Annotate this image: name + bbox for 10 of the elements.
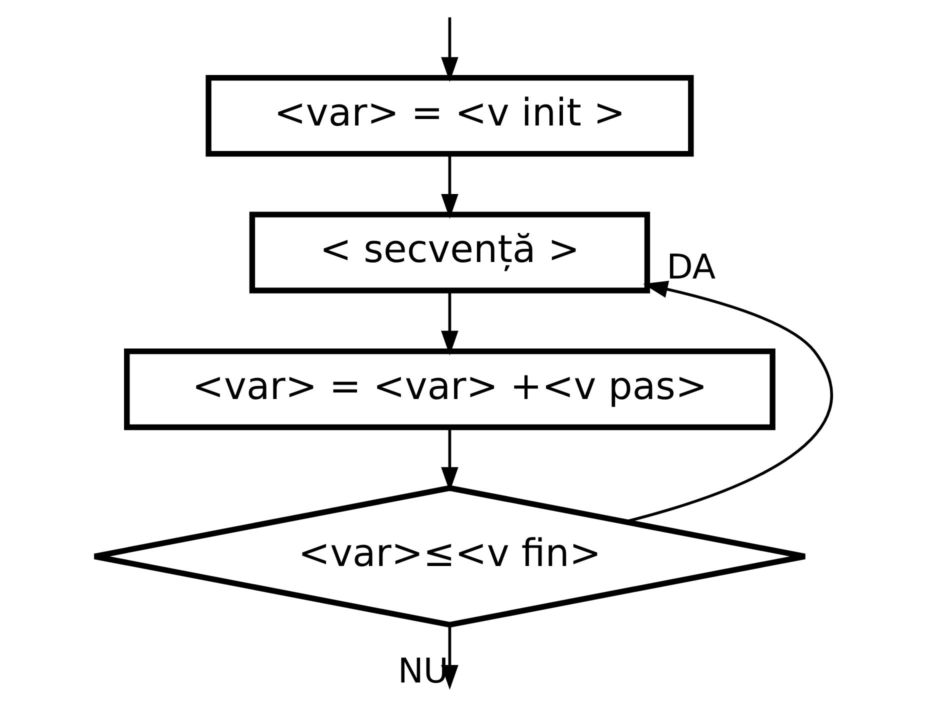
arrow [441,427,458,492]
node-box: < secvență > [249,212,650,294]
arrow [441,290,458,356]
node-box: <var> = <var> +<v pas> [124,348,776,430]
arrow [441,154,458,219]
node-box: <var> = <v init > [206,74,694,157]
node-diamond: <var>≤<v fin> [92,485,808,628]
edge-label: DA [666,247,716,288]
arrow [441,17,458,82]
arrow [441,624,458,690]
